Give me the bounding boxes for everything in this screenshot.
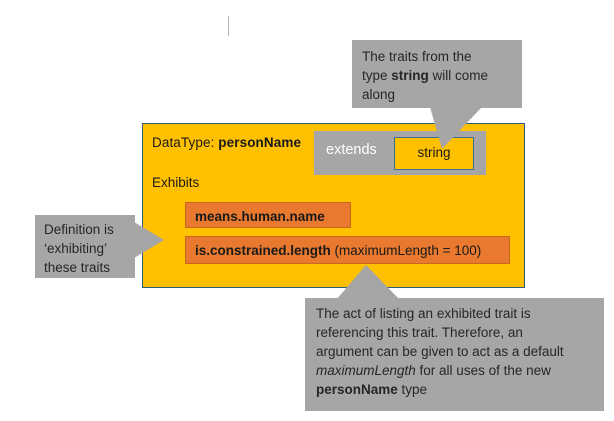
datatype-title-name: personName [218, 135, 302, 150]
callout-bottom-tail-icon [336, 265, 400, 300]
callout-bottom-line1: The act of listing an exhibited trait is [316, 306, 531, 321]
trait-chip-content: means.human.name [195, 209, 325, 224]
datatype-title: DataType: personName [152, 135, 301, 150]
extends-label: extends [326, 142, 377, 158]
callout-top-text: The traits from the type string will com… [362, 47, 514, 104]
callout-bottom-line4-italic: maximumLength [316, 363, 416, 378]
callout-left-line1: Definition is [44, 222, 114, 237]
callout-bottom-text: The act of listing an exhibited trait is… [316, 304, 598, 399]
trait-chip-means-human-name[interactable]: means.human.name [185, 202, 351, 228]
callout-top-line3: along [362, 87, 396, 102]
trait-chip-content: is.constrained.length (maximumLength = 1… [195, 243, 481, 258]
callout-left-tail-icon [134, 222, 164, 258]
callout-top-line1: The traits from the [362, 49, 472, 64]
extends-type-label: string [417, 145, 451, 160]
callout-left-text: Definition is ‘exhibiting’ these traits [44, 220, 136, 277]
callout-left-line2: ‘exhibiting’ [44, 241, 108, 256]
callout-top-line2-bold: string [391, 68, 429, 83]
callout-bottom: The act of listing an exhibited trait is… [305, 298, 604, 411]
callout-bottom-line3: argument can be given to act as a defaul… [316, 344, 564, 359]
callout-left-line3: these traits [44, 260, 111, 275]
trait-name: is.constrained.length [195, 243, 331, 258]
callout-left: Definition is ‘exhibiting’ these traits [35, 215, 135, 278]
trait-argument: (maximumLength = 100) [330, 243, 482, 258]
callout-bottom-line4-rest: for all uses of the new [415, 363, 551, 378]
callout-bottom-line2: referencing this trait. Therefore, an [316, 325, 523, 340]
callout-bottom-line5-bold: personName [316, 382, 398, 397]
datatype-title-prefix: DataType: [152, 135, 219, 150]
extends-box: extends string [314, 131, 486, 175]
trait-name: means.human.name [195, 209, 325, 224]
datatype-panel: DataType: personName Exhibits extends st… [142, 123, 525, 288]
callout-top-tail-icon [430, 107, 482, 149]
callout-top-line2-a: type [362, 68, 392, 83]
callout-bottom-line5-rest: type [397, 382, 428, 397]
callout-top: The traits from the type string will com… [352, 40, 522, 108]
callout-top-line2-b: will come [428, 68, 489, 83]
trait-chip-is-constrained-length[interactable]: is.constrained.length (maximumLength = 1… [185, 236, 510, 264]
extends-type-box[interactable]: string [394, 137, 474, 170]
stray-vertical-line [228, 16, 229, 36]
exhibits-label: Exhibits [152, 175, 200, 190]
